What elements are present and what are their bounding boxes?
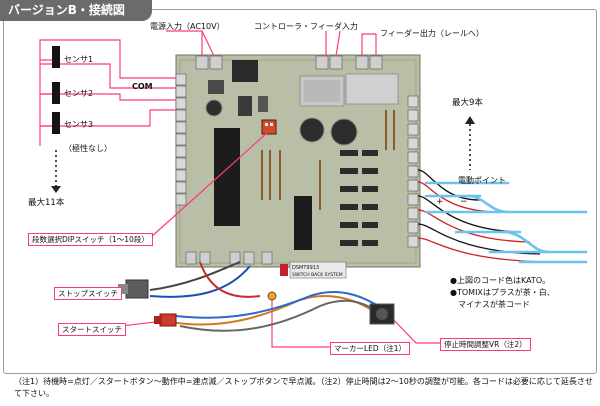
stop-time-vr-body (369, 303, 395, 325)
label-no-polarity: （極性なし） (64, 144, 112, 153)
diagram-frame (3, 9, 597, 374)
start-switch-body (154, 313, 177, 327)
label-controller-feeder-in: コントローラ・フィーダ入力 (254, 22, 358, 31)
label-electric-point: 電動ポイント (458, 176, 506, 185)
note-tomix-1: ●TOMIXはプラスが茶・白、 (450, 288, 555, 297)
arrow-up-icon (465, 116, 475, 124)
label-stop-time-vr: 停止時間調整VR（注2） (440, 338, 531, 351)
dotted-arrows (55, 124, 471, 186)
label-stop-switch: ストップスイッチ (54, 287, 122, 300)
arrow-down-icon (51, 186, 61, 193)
note-color-kato: ●上図のコード色はKATO。 (450, 276, 551, 285)
label-minus: − (460, 197, 468, 207)
label-sensor1: センサ1 (64, 55, 94, 64)
board-label-line1: DSMT9913 (292, 265, 319, 271)
label-sensor3: センサ3 (64, 120, 94, 129)
label-marker-led: マーカーLED（注1） (330, 342, 410, 355)
note-tomix-2: マイナスが茶コード (458, 300, 530, 309)
label-power-in: 電源入力（AC10V） (150, 22, 225, 31)
stop-switch-body (118, 279, 149, 299)
label-dip-switch: 段数選択DIPスイッチ（1〜10段） (28, 233, 153, 246)
label-com: COM (132, 82, 153, 91)
sensors (52, 46, 60, 134)
label-sensor2: センサ2 (64, 89, 94, 98)
cables (149, 261, 393, 332)
label-feeder-out: フィーダー出力（レールへ） (380, 29, 484, 38)
label-max11: 最大11本 (28, 198, 65, 208)
label-max9: 最大9本 (452, 98, 483, 108)
marker-led-body (267, 291, 277, 301)
diagram-title: バージョンB・接続図 (0, 0, 152, 21)
board-label-line2: SWITCH BACK SYSTEM (292, 272, 343, 278)
pcb-board: DSMT9913 SWITCH BACK SYSTEM (175, 54, 421, 279)
label-start-switch: スタートスイッチ (58, 323, 126, 336)
footnote: （注1）待機時=点灯／スタートボタン〜動作中=連点滅／ストップボタンで早点滅。（… (14, 377, 593, 398)
label-plus: + (436, 197, 444, 207)
electric-point-rails (424, 181, 588, 264)
